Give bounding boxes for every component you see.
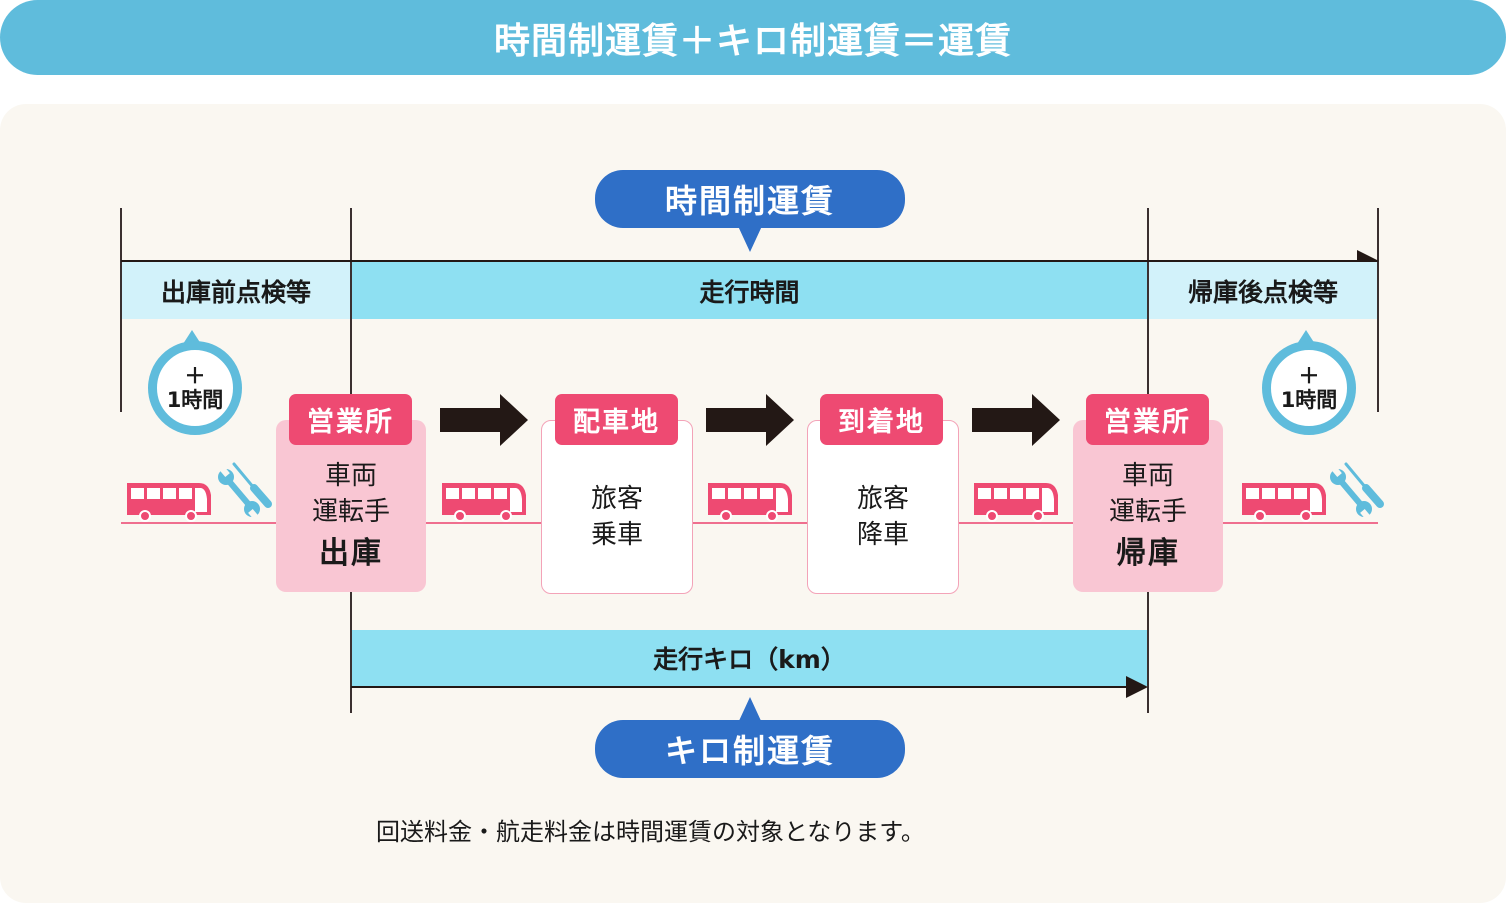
footnote: 回送料金・航走料金は時間運賃の対象となります。 xyxy=(376,818,925,846)
station-tag-label: 到着地 xyxy=(838,407,925,438)
road-line xyxy=(121,522,1378,524)
driving-time-label: 走行時間 xyxy=(699,277,800,307)
extra-hour-right-tail xyxy=(1297,330,1315,344)
plus-sign: ＋ xyxy=(184,363,206,388)
station-tag-label: 営業所 xyxy=(1104,407,1191,438)
station-line: 車両 xyxy=(1121,461,1174,491)
extra-hour-left-tail xyxy=(183,330,201,344)
station-tag-arrival: 到着地 xyxy=(820,394,943,445)
station-depot-return: 車両 運転手 帰庫 xyxy=(1073,420,1223,592)
right-arrow-icon xyxy=(440,394,528,446)
plus-sign: ＋ xyxy=(1298,363,1320,388)
station-line: 旅客 xyxy=(590,484,643,514)
post-inspection-band: 帰庫後点検等 xyxy=(1149,262,1377,319)
station-line: 運転手 xyxy=(1108,497,1187,527)
wrench-screwdriver-icon xyxy=(218,462,272,520)
station-line: 運転手 xyxy=(311,497,390,527)
extra-hour-label: 1時間 xyxy=(1280,388,1338,412)
station-depot-depart: 車両 運転手 出庫 xyxy=(276,420,426,592)
km-fare-bubble-tail xyxy=(738,697,762,723)
bus-icon xyxy=(1242,483,1326,522)
time-fare-bubble: 時間制運賃 xyxy=(595,170,905,228)
time-fare-bubble-tail xyxy=(738,226,762,252)
km-fare-label: キロ制運賃 xyxy=(664,732,835,770)
extra-hour-label: 1時間 xyxy=(166,388,224,412)
page-title-banner: 時間制運賃＋キロ制運賃＝運賃 xyxy=(0,0,1506,75)
right-arrow-icon xyxy=(972,394,1060,446)
station-tag-label: 配車地 xyxy=(573,407,660,438)
station-line: 車両 xyxy=(324,461,377,491)
wrench-screwdriver-icon xyxy=(1330,462,1384,520)
bus-icon xyxy=(974,483,1058,522)
station-action: 帰庫 xyxy=(1116,536,1180,571)
pre-inspection-band: 出庫前点検等 xyxy=(122,262,350,319)
distance-axis-arrowhead xyxy=(1126,676,1148,698)
km-fare-bubble: キロ制運賃 xyxy=(595,720,905,778)
distance-band: 走行キロ（km） xyxy=(352,630,1147,686)
page-title: 時間制運賃＋キロ制運賃＝運賃 xyxy=(493,20,1012,62)
station-pickup: 旅客 乗車 xyxy=(541,420,693,594)
time-fare-label: 時間制運賃 xyxy=(664,182,835,220)
pre-inspection-label: 出庫前点検等 xyxy=(160,277,311,307)
boundary-line-end xyxy=(1377,208,1379,412)
station-tag-depot-depart: 営業所 xyxy=(289,394,412,445)
distance-axis-line xyxy=(351,686,1129,688)
right-arrow-icon xyxy=(706,394,794,446)
extra-hour-left-badge: ＋ 1時間 xyxy=(148,341,242,435)
time-axis-line xyxy=(121,260,1361,262)
station-action: 出庫 xyxy=(319,536,383,571)
station-arrival: 旅客 降車 xyxy=(807,420,959,594)
station-tag-depot-return: 営業所 xyxy=(1086,394,1209,445)
distance-label: 走行キロ（km） xyxy=(653,645,846,674)
extra-hour-right-badge: ＋ 1時間 xyxy=(1262,341,1356,435)
bus-icon xyxy=(708,483,792,522)
station-line: 乗車 xyxy=(590,520,643,550)
station-tag-pickup: 配車地 xyxy=(555,394,678,445)
bus-icon xyxy=(127,483,211,522)
bus-icon xyxy=(442,483,526,522)
boundary-line-start xyxy=(120,208,122,412)
driving-time-band: 走行時間 xyxy=(352,262,1147,319)
post-inspection-label: 帰庫後点検等 xyxy=(1187,277,1338,307)
station-line: 降車 xyxy=(856,520,909,550)
station-line: 旅客 xyxy=(856,484,909,514)
station-tag-label: 営業所 xyxy=(307,407,394,438)
